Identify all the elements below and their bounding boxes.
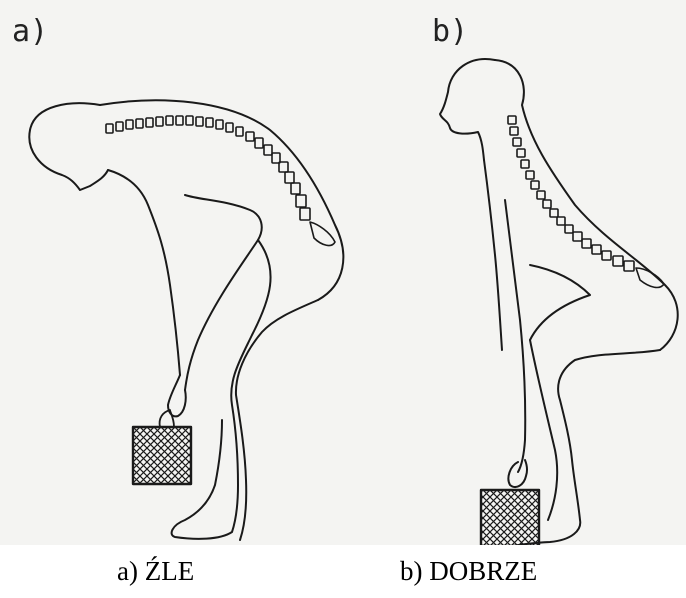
caption-wrong: a) ŹLE bbox=[117, 556, 194, 587]
illustration-paper bbox=[0, 0, 686, 545]
figure-a-box bbox=[133, 427, 191, 484]
caption-correct: b) DOBRZE bbox=[400, 556, 537, 587]
lifting-posture-illustration bbox=[0, 0, 686, 545]
figure-b-box bbox=[481, 490, 539, 545]
panel-a-letter: a) bbox=[12, 14, 48, 49]
panel-b-letter: b) bbox=[432, 14, 468, 49]
